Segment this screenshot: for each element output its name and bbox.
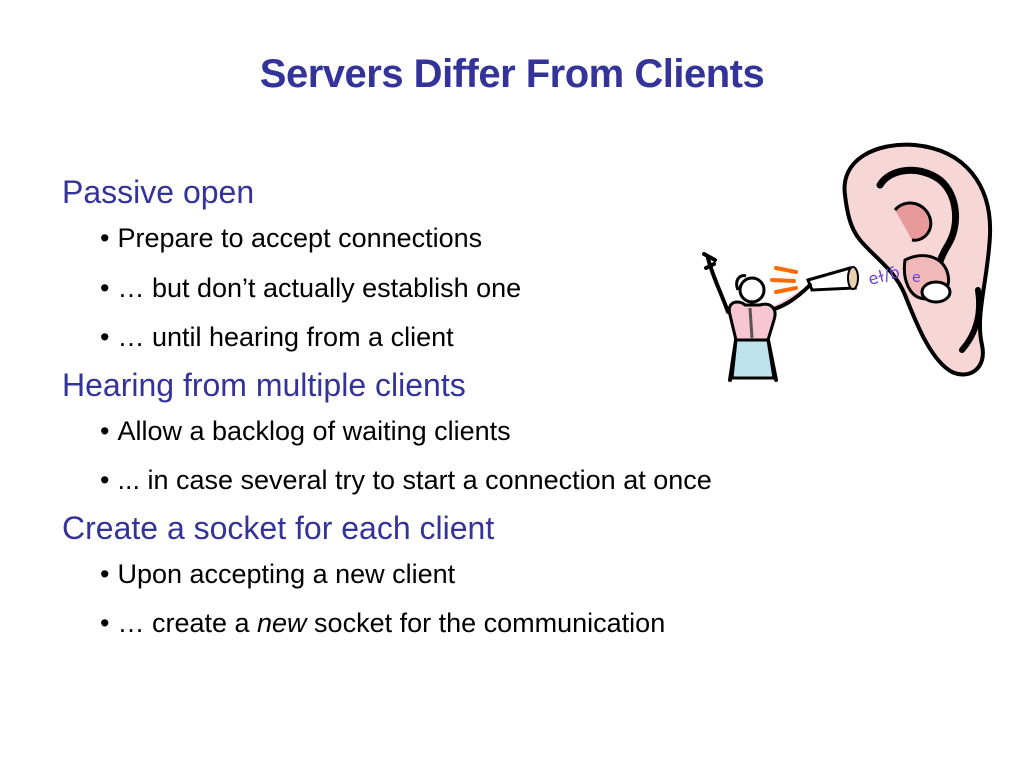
list-item: •... in case several try to start a conn… bbox=[62, 456, 882, 506]
bullet-icon: • bbox=[100, 415, 110, 446]
slide-title: Servers Differ From Clients bbox=[259, 52, 765, 96]
list-item: •Upon accepting a new client bbox=[62, 550, 882, 600]
list-item-text: Prepare to accept connections bbox=[117, 223, 483, 253]
section-heading: Create a socket for each client bbox=[62, 509, 495, 546]
section-heading: Hearing from multiple clients bbox=[62, 366, 466, 403]
list-item-text-after: socket for the communication bbox=[306, 608, 666, 638]
svg-text:eɫ/ɓ: eɫ/ɓ bbox=[866, 262, 902, 289]
list-item: •Prepare to accept connections bbox=[62, 214, 882, 264]
section-multiple-clients: Hearing from multiple clients •Allow a b… bbox=[62, 363, 882, 506]
section-socket-per-client: Create a socket for each client •Upon ac… bbox=[62, 506, 882, 649]
bullet-icon: • bbox=[100, 465, 110, 495]
list-item-text: Allow a backlog of waiting clients bbox=[117, 415, 511, 446]
list-item-text-before: … create a bbox=[117, 608, 258, 638]
list-item: •… create a new socket for the communica… bbox=[62, 599, 882, 649]
ear-shouting-clipart-icon: eɫ/ɓ e bbox=[702, 142, 993, 382]
section-heading: Passive open bbox=[62, 174, 255, 210]
list-item-text: ... in case several try to start a conne… bbox=[117, 465, 712, 495]
list-item: •Allow a backlog of waiting clients bbox=[62, 407, 882, 457]
bullet-icon: • bbox=[100, 608, 110, 638]
bullet-icon: • bbox=[100, 558, 110, 589]
bullet-icon: • bbox=[100, 272, 110, 303]
list-item-text: … but don’t actually establish one bbox=[117, 272, 522, 303]
list-item: •… but don’t actually establish one bbox=[62, 264, 882, 314]
emphasis-new: new bbox=[257, 608, 307, 638]
section-passive-open: Passive open •Prepare to accept connecti… bbox=[62, 170, 882, 363]
list-item-text: … until hearing from a client bbox=[117, 322, 454, 352]
list-item-text: Upon accepting a new client bbox=[117, 558, 456, 589]
svg-text:e: e bbox=[912, 270, 921, 286]
bullet-icon: • bbox=[100, 322, 110, 352]
bullet-icon: • bbox=[100, 223, 110, 253]
list-item: •… until hearing from a client bbox=[62, 313, 882, 363]
bullet-list: Passive open •Prepare to accept connecti… bbox=[62, 170, 882, 649]
